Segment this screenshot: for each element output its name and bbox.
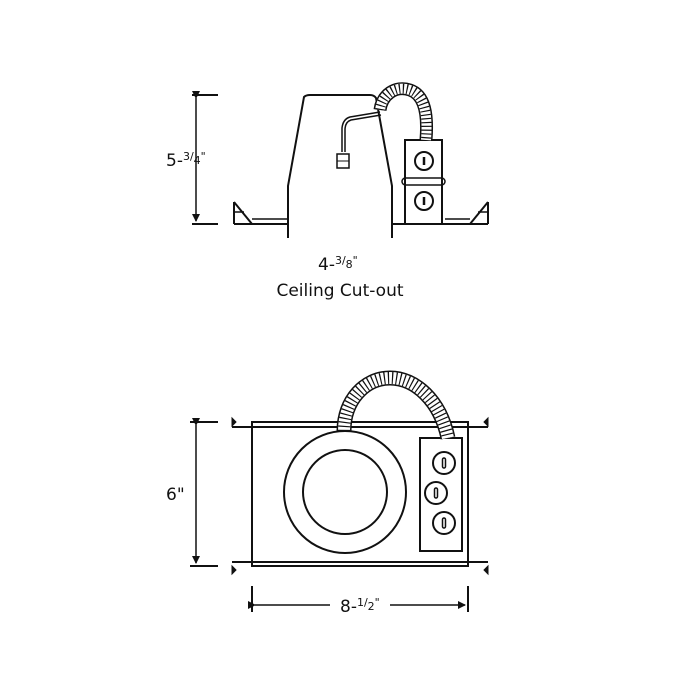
mounting-pan (251, 421, 469, 567)
height-dimension-top (190, 418, 218, 567)
housing-can (287, 94, 393, 238)
wire-connector (336, 111, 382, 169)
flex-conduit (373, 82, 434, 141)
flex-conduit-top (336, 370, 456, 440)
junction-box-top (419, 437, 463, 552)
top-view (190, 370, 489, 612)
right-mounting-flange (392, 201, 489, 225)
height-label-side: 5-3/4" (166, 150, 206, 171)
mounting-bar-bottom (231, 561, 489, 576)
aperture-inner-ring (302, 449, 388, 535)
width-dimension (248, 586, 469, 612)
side-view (192, 82, 489, 238)
cutout-caption: Ceiling Cut-out (276, 281, 403, 301)
height-label-top: 6" (166, 485, 185, 505)
height-dimension (192, 91, 218, 225)
left-mounting-flange (233, 201, 288, 225)
width-label: 8-1/2" (340, 596, 380, 617)
junction-box (401, 139, 446, 225)
cutout-dimension-label: 4-3/8" (318, 254, 358, 275)
